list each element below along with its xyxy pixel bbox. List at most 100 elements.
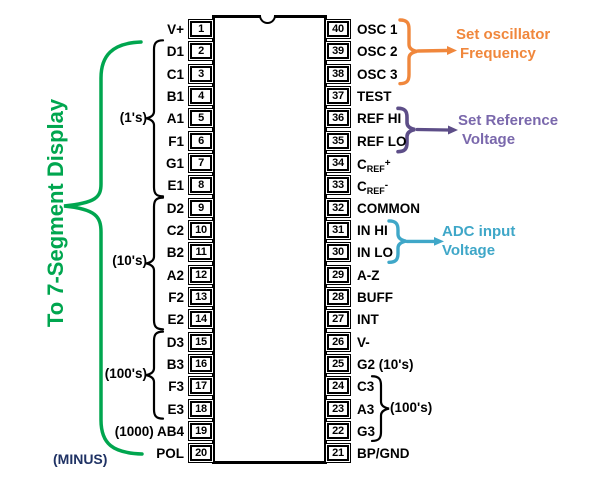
pin-11-box: 11 <box>188 242 214 262</box>
pin-20-box: 20 <box>188 443 214 463</box>
pin-13-number: 13 <box>190 289 212 305</box>
pin-25-number: 25 <box>327 356 349 372</box>
pin-10-box: 10 <box>188 220 214 240</box>
pin-8-number: 8 <box>190 177 212 193</box>
adc-annotation-line2: Voltage <box>442 242 496 259</box>
pin-13-box: 13 <box>188 287 214 307</box>
pin-10-label: C2 <box>166 223 184 238</box>
pin-24-number: 24 <box>327 378 349 394</box>
pin-4-box: 4 <box>188 86 214 106</box>
pin-18-box: 18 <box>188 399 214 419</box>
pin-18-label: E3 <box>167 402 184 417</box>
pin-38-number: 38 <box>327 66 349 82</box>
pin-19-box: 19 <box>188 421 214 441</box>
pin-32-label: COMMON <box>357 201 420 216</box>
green-display-brace <box>63 40 144 456</box>
pin-30-number: 30 <box>327 244 349 260</box>
tens-group-label: (10's) <box>112 253 147 268</box>
pin-23-number: 23 <box>327 401 349 417</box>
reference-annotation-line1: Set Reference <box>458 112 559 129</box>
oscillator-annotation-line1: Set oscillator <box>456 26 551 43</box>
pin-30-box: 30 <box>325 242 351 262</box>
pin-9-box: 9 <box>188 198 214 218</box>
pin-32-number: 32 <box>327 200 349 216</box>
hundreds-right-group-brace <box>370 375 390 443</box>
pin-14-number: 14 <box>190 311 212 327</box>
pin-5-label: A1 <box>166 111 184 126</box>
pin-29-number: 29 <box>327 267 349 283</box>
pin-34-label: CREF+ <box>357 157 391 174</box>
pin-40-label: OSC 1 <box>357 22 398 37</box>
pin-17-label: F3 <box>168 379 184 394</box>
pin-11-number: 11 <box>190 244 212 260</box>
pin-9-label: D2 <box>166 201 184 216</box>
pin-26-label: V- <box>357 335 370 350</box>
pin-34-number: 34 <box>327 155 349 171</box>
hundreds-group-brace <box>145 330 165 420</box>
pin-36-number: 36 <box>327 110 349 126</box>
pin-5-number: 5 <box>190 110 212 126</box>
pin-3-box: 3 <box>188 64 214 84</box>
adc-arrow-head <box>434 237 444 246</box>
pin-40-number: 40 <box>327 21 349 37</box>
pin-14-box: 14 <box>188 309 214 329</box>
oscillator-arrow-head <box>447 46 457 55</box>
reference-arrow-head <box>448 125 458 135</box>
pin-28-label: BUFF <box>357 290 393 305</box>
pin-10-number: 10 <box>190 222 212 238</box>
pin-27-number: 27 <box>327 311 349 327</box>
pin-1-number: 1 <box>190 21 212 37</box>
pin-25-label: G2 (10's) <box>357 357 414 372</box>
pin-31-label: IN HI <box>357 223 388 238</box>
pin-40-box: 40 <box>325 19 351 39</box>
pin-23-box: 23 <box>325 399 351 419</box>
pin-19-number: 19 <box>190 423 212 439</box>
pin-17-number: 17 <box>190 378 212 394</box>
pin-26-number: 26 <box>327 334 349 350</box>
minus-label: (MINUS) <box>53 451 108 467</box>
pin-11-label: B2 <box>166 245 184 260</box>
pin-26-box: 26 <box>325 332 351 352</box>
pin-27-label: INT <box>357 312 379 327</box>
pin-3-number: 3 <box>190 66 212 82</box>
pin-6-label: F1 <box>168 134 184 149</box>
chip-notch <box>259 15 276 24</box>
adc-annotation-line1: ADC input <box>442 223 516 240</box>
pin-22-number: 22 <box>327 423 349 439</box>
oscillator-arrow-line <box>416 48 449 53</box>
pin-28-box: 28 <box>325 287 351 307</box>
pin-39-number: 39 <box>327 43 349 59</box>
reference-brace <box>396 106 416 154</box>
hundreds-right-group-label: (100's) <box>390 400 433 415</box>
pin-35-number: 35 <box>327 133 349 149</box>
pin-14-label: E2 <box>167 312 184 327</box>
pin-33-box: 33 <box>325 175 351 195</box>
pin-2-label: D1 <box>166 44 184 59</box>
pin-21-label: BP/GND <box>357 446 410 461</box>
pin-9-number: 9 <box>190 200 212 216</box>
pin-12-number: 12 <box>190 267 212 283</box>
pin-36-box: 36 <box>325 108 351 128</box>
pin-2-box: 2 <box>188 41 214 61</box>
pin-3-label: C1 <box>166 67 184 82</box>
pin-35-label: REF LO <box>357 134 407 149</box>
oscillator-annotation: Set oscillator Frequency <box>456 25 550 63</box>
pin-17-box: 17 <box>188 376 214 396</box>
pin-33-number: 33 <box>327 177 349 193</box>
pin-24-box: 24 <box>325 376 351 396</box>
pin-21-box: 21 <box>325 443 351 463</box>
pin-4-number: 4 <box>190 88 212 104</box>
pin-12-label: A2 <box>166 268 184 283</box>
pin-27-box: 27 <box>325 309 351 329</box>
oscillator-annotation-line2: Frequency <box>460 45 536 62</box>
pin-16-label: B3 <box>166 357 184 372</box>
pin-30-label: IN LO <box>357 245 393 260</box>
pin-20-label: POL <box>156 446 184 461</box>
pin-6-number: 6 <box>190 133 212 149</box>
pin-38-box: 38 <box>325 64 351 84</box>
pin-35-box: 35 <box>325 131 351 151</box>
pin-8-label: E1 <box>167 178 184 193</box>
pin-12-box: 12 <box>188 265 214 285</box>
pin-34-box: 34 <box>325 153 351 173</box>
